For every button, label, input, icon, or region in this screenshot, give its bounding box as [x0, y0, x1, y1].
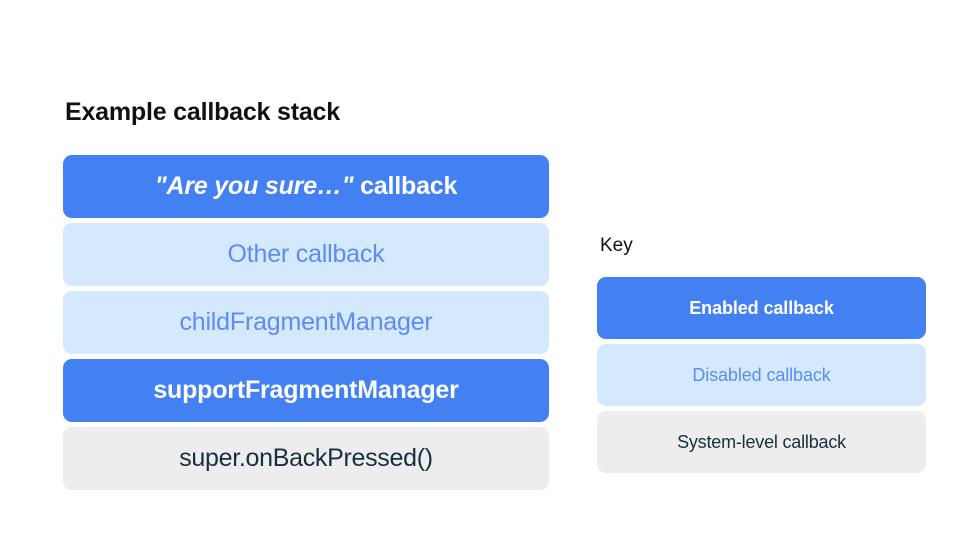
stack-row-label: "Are you sure…" callback	[154, 172, 458, 201]
stack-row-label: super.onBackPressed()	[179, 444, 433, 472]
key-item-enabled-callback: Enabled callback	[597, 277, 926, 339]
stack-row-label: Other callback	[227, 240, 385, 268]
key-item-label: Disabled callback	[692, 364, 831, 385]
callback-stack-section: Example callback stack "Are you sure…" c…	[63, 100, 549, 490]
stack-row-label: childFragmentManager	[179, 308, 433, 336]
stack-row-support-fragment-manager[interactable]: supportFragmentManager	[63, 359, 549, 422]
key-item-disabled-callback: Disabled callback	[597, 344, 926, 406]
page-title: Example callback stack	[65, 98, 340, 126]
stack-row-label-quoted: "Are you sure…"	[154, 172, 354, 200]
stack-row-label: supportFragmentManager	[153, 376, 459, 404]
key-item-label: Enabled callback	[689, 297, 834, 318]
stack-row-child-fragment-manager[interactable]: childFragmentManager	[63, 291, 549, 354]
stack-row-other-callback[interactable]: Other callback	[63, 223, 549, 286]
stack-row-are-you-sure[interactable]: "Are you sure…" callback	[63, 155, 549, 218]
key-item-system-level-callback: System-level callback	[597, 411, 926, 473]
key-legend-section: Key Enabled callback Disabled callback S…	[597, 236, 926, 473]
key-item-label: System-level callback	[677, 431, 846, 452]
stack-row-super-on-back-pressed[interactable]: super.onBackPressed()	[63, 427, 549, 490]
stack-row-label-rest: callback	[353, 172, 458, 200]
key-title: Key	[600, 235, 633, 256]
